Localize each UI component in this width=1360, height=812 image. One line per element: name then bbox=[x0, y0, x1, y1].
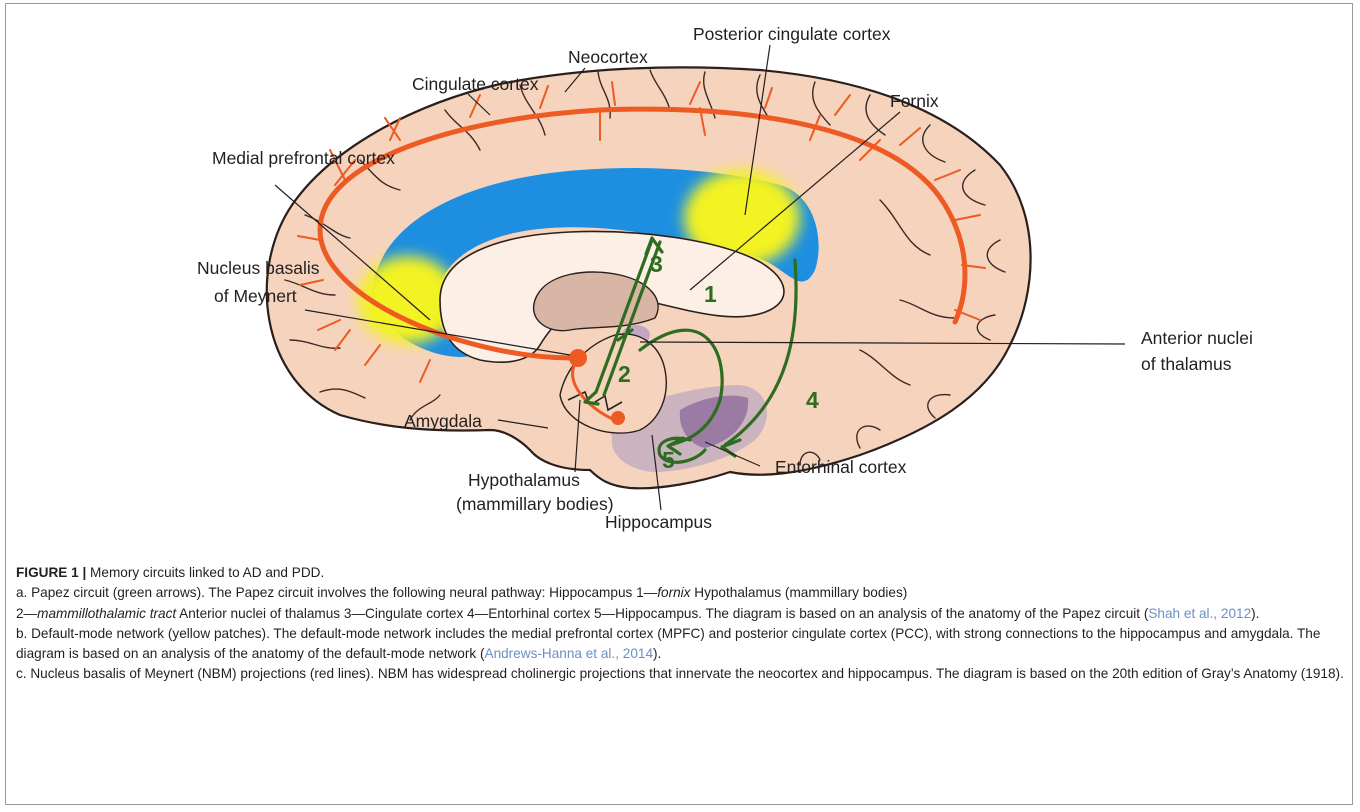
figure-label: FIGURE 1 | bbox=[16, 565, 86, 580]
label-hypothalamus-2: (mammillary bodies) bbox=[456, 494, 614, 514]
caption-paragraph-c: c. Nucleus basalis of Meynert (NBM) proj… bbox=[16, 664, 1346, 684]
label-hypothalamus-1: Hypothalamus bbox=[468, 470, 580, 490]
label-cingulate: Cingulate cortex bbox=[412, 74, 539, 94]
label-fornix: Fornix bbox=[890, 91, 939, 111]
caption-a-tract: mammillothalamic tract bbox=[37, 606, 176, 621]
label-nbm-2: of Meynert bbox=[214, 286, 297, 306]
citation-link[interactable]: Shah et al., 2012 bbox=[1148, 606, 1251, 621]
caption-a-fornix: fornix bbox=[657, 585, 690, 600]
label-nbm-1: Nucleus basalis bbox=[197, 258, 320, 278]
circuit-number-4: 4 bbox=[806, 387, 819, 413]
caption-a-text: 2— bbox=[16, 606, 37, 621]
label-mpfc: Medial prefrontal cortex bbox=[212, 148, 395, 168]
circuit-number-3: 3 bbox=[650, 251, 663, 277]
brain-diagram: 1 2 3 4 5 Posterior cingulate cortex Neo… bbox=[0, 0, 1360, 560]
caption-b-text: b. Default-mode network (yellow patches)… bbox=[16, 626, 1320, 661]
caption-paragraph-b: b. Default-mode network (yellow patches)… bbox=[16, 624, 1346, 665]
label-amygdala: Amygdala bbox=[404, 411, 482, 431]
caption-a-text: Hypothalamus (mammillary bodies) bbox=[690, 585, 907, 600]
label-anterior-nuclei-2: of thalamus bbox=[1141, 354, 1232, 374]
caption-title-text: Memory circuits linked to AD and PDD. bbox=[86, 565, 324, 580]
nbm-node bbox=[569, 349, 587, 367]
caption-paragraph-a: a. Papez circuit (green arrows). The Pap… bbox=[16, 583, 1346, 624]
caption-a-text: Anterior nuclei of thalamus 3—Cingulate … bbox=[176, 606, 1148, 621]
caption-title: FIGURE 1 | Memory circuits linked to AD … bbox=[16, 563, 1346, 583]
label-anterior-nuclei-1: Anterior nuclei bbox=[1141, 328, 1253, 348]
caption-b-text: ). bbox=[653, 646, 661, 661]
caption-a-text: a. Papez circuit (green arrows). The Pap… bbox=[16, 585, 657, 600]
citation-link[interactable]: Andrews-Hanna et al., 2014 bbox=[485, 646, 654, 661]
figure-caption: FIGURE 1 | Memory circuits linked to AD … bbox=[16, 563, 1346, 685]
caption-a-text: ). bbox=[1251, 606, 1259, 621]
label-neocortex: Neocortex bbox=[568, 47, 648, 67]
circuit-number-2: 2 bbox=[618, 361, 631, 387]
label-hippocampus: Hippocampus bbox=[605, 512, 712, 532]
label-entorhinal: Entorhinal cortex bbox=[775, 457, 907, 477]
circuit-number-5: 5 bbox=[662, 447, 675, 473]
circuit-number-1: 1 bbox=[704, 281, 717, 307]
hippocampus-node bbox=[611, 411, 625, 425]
label-posterior-cingulate: Posterior cingulate cortex bbox=[693, 24, 891, 44]
